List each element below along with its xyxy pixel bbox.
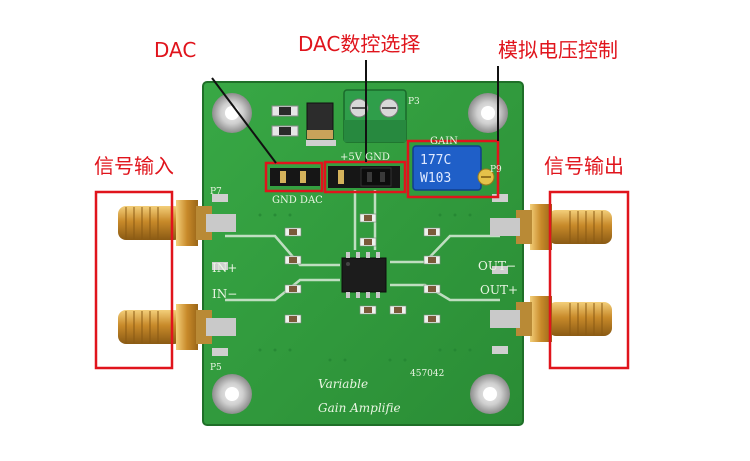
right-pads [212, 194, 508, 356]
sma-connector-out-minus [490, 204, 612, 250]
mounting-hole-bl [212, 374, 252, 414]
silk-out-plus: OUT+ [480, 283, 518, 297]
dac-leader-line [211, 77, 277, 164]
via-dots [258, 213, 472, 362]
callout-signal-out: 信号输出 [544, 154, 624, 178]
silk-title-1: Variable [318, 377, 368, 391]
silk-in-minus: IN− [212, 287, 237, 301]
callout-dac-select: DAC数控选择 [298, 32, 421, 56]
gain-potentiometer [412, 145, 495, 191]
mounting-hole-tl [212, 93, 252, 133]
callout-signal-in: 信号输入 [94, 154, 174, 178]
silk-p3: P3 [408, 97, 420, 107]
smd-components [284, 213, 441, 324]
silk-gain: GAIN [430, 136, 458, 147]
silk-p9: P9 [490, 165, 502, 175]
dac-highlight-box [264, 161, 324, 193]
top-left-parts [271, 102, 336, 146]
silk-p5v-gnd: +5V GND [340, 152, 390, 163]
sma-connector-in-minus [118, 304, 236, 350]
silk-gnd-dac: GND DAC [272, 195, 323, 206]
pot-code: 177C [420, 153, 451, 168]
silk-p5: P5 [210, 363, 222, 373]
analog-voltage-highlight-box [406, 139, 500, 199]
silk-code: 457042 [410, 369, 444, 379]
signal-in-highlight-box [94, 190, 174, 370]
dac-select-header [328, 166, 400, 188]
amplifier-ic [341, 252, 387, 298]
mounting-hole-br [470, 374, 510, 414]
screw-terminal [343, 89, 407, 143]
mounting-hole-tr [468, 93, 508, 133]
silk-in-plus: IN+ [212, 261, 237, 275]
callout-analog-voltage: 模拟电压控制 [498, 38, 618, 62]
signal-out-highlight-box [548, 190, 630, 370]
silk-title-2: Gain Amplifie [318, 401, 401, 415]
silk-p7: P7 [210, 187, 222, 197]
dac-pin-header [270, 168, 320, 186]
pot-label: W103 [420, 171, 451, 186]
sma-connector-out-plus [490, 296, 612, 342]
callout-dac: DAC [154, 38, 197, 62]
silk-out-minus: OUT− [478, 259, 516, 273]
sma-connector-in-plus [118, 200, 236, 246]
